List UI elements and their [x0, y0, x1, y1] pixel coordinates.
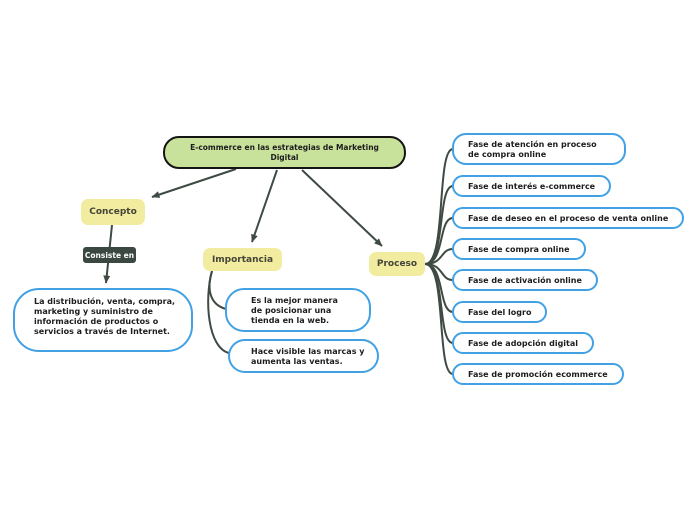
connector-root-concepto [151, 168, 237, 198]
connector-proceso-phase-8 [424, 263, 454, 375]
proceso-phase[interactable]: Fase de deseo en el proceso de venta onl… [452, 207, 685, 229]
proceso-phase[interactable]: Fase de interés e-commerce [452, 175, 612, 197]
connector-root-importancia [251, 169, 278, 243]
proceso-phase[interactable]: Fase de promoción ecommerce [452, 363, 624, 385]
proceso-phase[interactable]: Fase de atención en proceso de compra on… [452, 133, 626, 165]
proceso-phase[interactable]: Fase de adopción digital [452, 332, 595, 354]
proceso-phase[interactable]: Fase de compra online [452, 238, 586, 260]
topic-importancia[interactable]: Importancia [203, 248, 282, 271]
proceso-phase[interactable]: Fase de activación online [452, 269, 598, 291]
concepto-description[interactable]: La distribución, venta, compra, marketin… [13, 288, 193, 352]
topic-proceso[interactable]: Proceso [369, 252, 425, 276]
connector-importancia-point-2 [207, 270, 230, 354]
root-node[interactable]: E-commerce en las estrategias de Marketi… [163, 136, 406, 169]
importancia-point[interactable]: Hace visible las marcas y aumenta las ve… [228, 339, 379, 373]
connector-importancia-point-1 [208, 270, 227, 310]
proceso-phase[interactable]: Fase del logro [452, 301, 548, 323]
topic-concepto[interactable]: Concepto [81, 199, 145, 225]
relation-label-consiste-en[interactable]: Consiste en [83, 247, 136, 263]
importancia-point[interactable]: Es la mejor manera de posicionar una tie… [225, 288, 371, 332]
connector-root-proceso [301, 169, 383, 247]
